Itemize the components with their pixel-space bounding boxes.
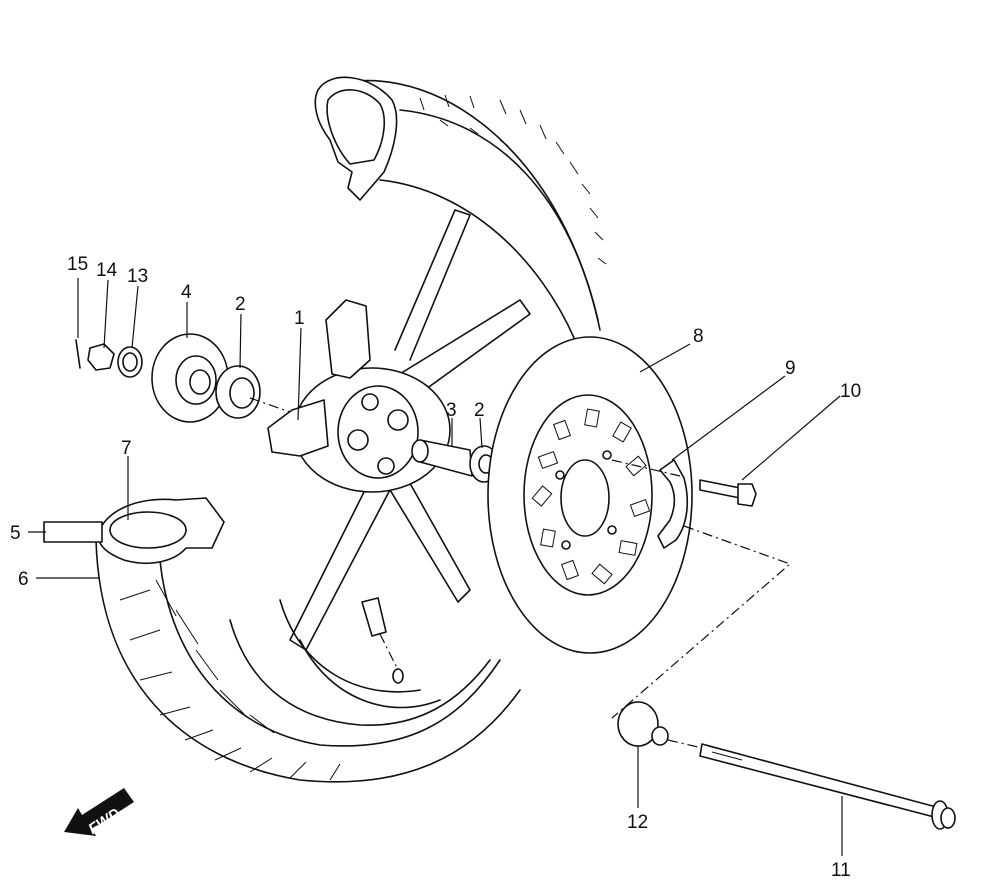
leader-lines [28, 278, 843, 856]
callout-6: 6 [18, 569, 29, 590]
callout-2-right: 2 [474, 400, 485, 421]
callout-15: 15 [67, 254, 88, 275]
hub-tab-left [267, 399, 329, 457]
callout-3: 3 [446, 400, 457, 421]
cotter-pin-15 [75, 339, 81, 369]
hub-tab-top [325, 299, 371, 379]
wheel-rim [267, 209, 531, 709]
fwd-arrow-icon [64, 788, 134, 836]
callout-5: 5 [10, 523, 21, 544]
tube-strip [43, 521, 103, 543]
lock-plate-and-bolt [611, 459, 792, 719]
callout-11: 11 [831, 860, 851, 881]
callout-12: 12 [627, 812, 648, 833]
brake-disc [487, 336, 693, 654]
bolt-10-head [737, 483, 757, 507]
seal-13 [117, 346, 143, 378]
lock-plate-9 [657, 459, 689, 549]
callout-10: 10 [840, 381, 861, 402]
callout-8: 8 [693, 326, 704, 347]
callout-13: 13 [127, 266, 148, 287]
callout-4: 4 [181, 282, 192, 303]
callout-2-left: 2 [235, 294, 246, 315]
callout-7: 7 [121, 438, 132, 459]
callout-14: 14 [96, 260, 118, 281]
left-hub-parts [75, 333, 291, 423]
nut-14 [87, 343, 115, 371]
fwd-direction-arrow: FWD [64, 788, 134, 838]
callout-9: 9 [785, 358, 796, 379]
callout-1: 1 [294, 308, 305, 329]
tire [95, 76, 607, 783]
valve-stem [361, 597, 387, 637]
axle-assembly [617, 701, 956, 830]
callout-labels: 1 2 2 3 4 5 6 7 8 9 10 11 12 13 14 15 [10, 254, 861, 881]
bolt-10-shank [699, 479, 741, 499]
tire-cross-section [43, 497, 225, 564]
axle-11 [699, 743, 941, 819]
